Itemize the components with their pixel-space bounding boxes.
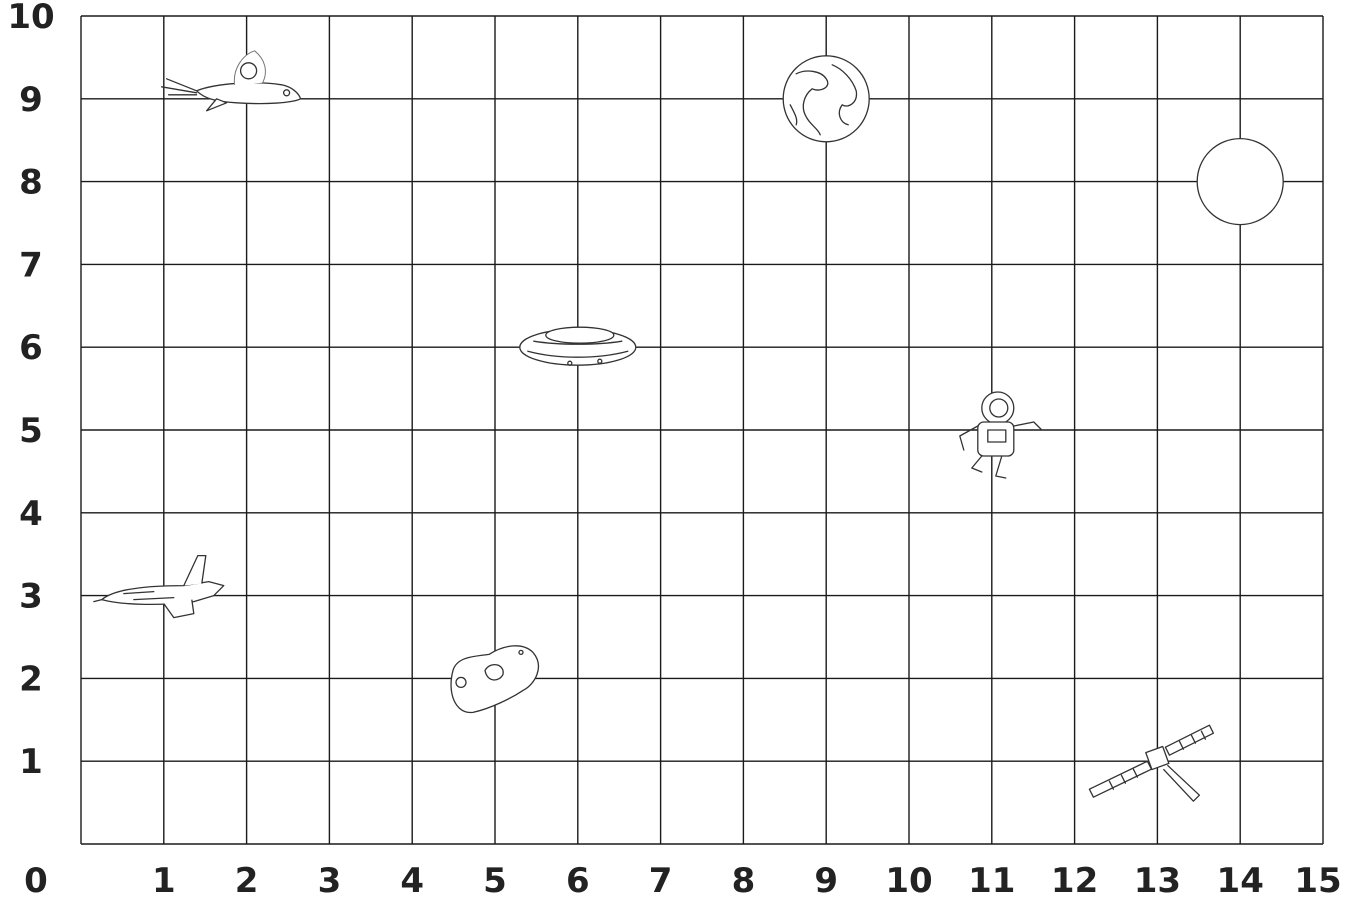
grid-lines [81,16,1323,844]
x-tick-label: 11 [968,861,1015,898]
x-tick-label: 6 [566,861,590,898]
y-tick-label: 8 [19,163,43,203]
y-tick-label: 3 [19,577,43,617]
x-tick-label: 7 [649,861,673,898]
x-tick-label: 10 [885,861,932,898]
y-tick-label: 5 [19,411,43,451]
x-tick-label: 4 [400,861,424,898]
rocket-icon [162,51,301,111]
x-tick-label: 9 [814,861,838,898]
x-tick-label: 14 [1217,861,1264,898]
x-tick-label: 8 [732,861,756,898]
y-tick-label: 2 [19,659,43,699]
y-tick-label: 9 [19,80,43,120]
earth-icon [783,56,869,142]
x-tick-label: 5 [483,861,507,898]
asteroid-icon [451,646,538,713]
x-tick-label: 13 [1134,861,1181,898]
y-tick-label: 4 [19,494,43,534]
x-tick-label: 12 [1051,861,1098,898]
y-axis-labels: 1 2 3 4 5 6 7 8 9 10 [7,0,54,782]
satellite-icon [1089,725,1213,801]
space-objects [94,51,1283,801]
x-tick-label: 15 [1294,861,1341,898]
space-shuttle-icon [94,556,224,618]
x-tick-label: 0 [24,861,48,898]
y-tick-label: 7 [19,245,43,285]
x-tick-label: 1 [152,861,176,898]
y-tick-label: 10 [7,0,54,37]
moon-icon [1197,139,1283,225]
x-tick-label: 2 [235,861,259,898]
y-tick-label: 1 [19,742,43,782]
x-tick-label: 3 [318,861,342,898]
astronaut-icon [960,392,1042,478]
ufo-icon [520,327,636,365]
y-tick-label: 6 [19,328,43,368]
